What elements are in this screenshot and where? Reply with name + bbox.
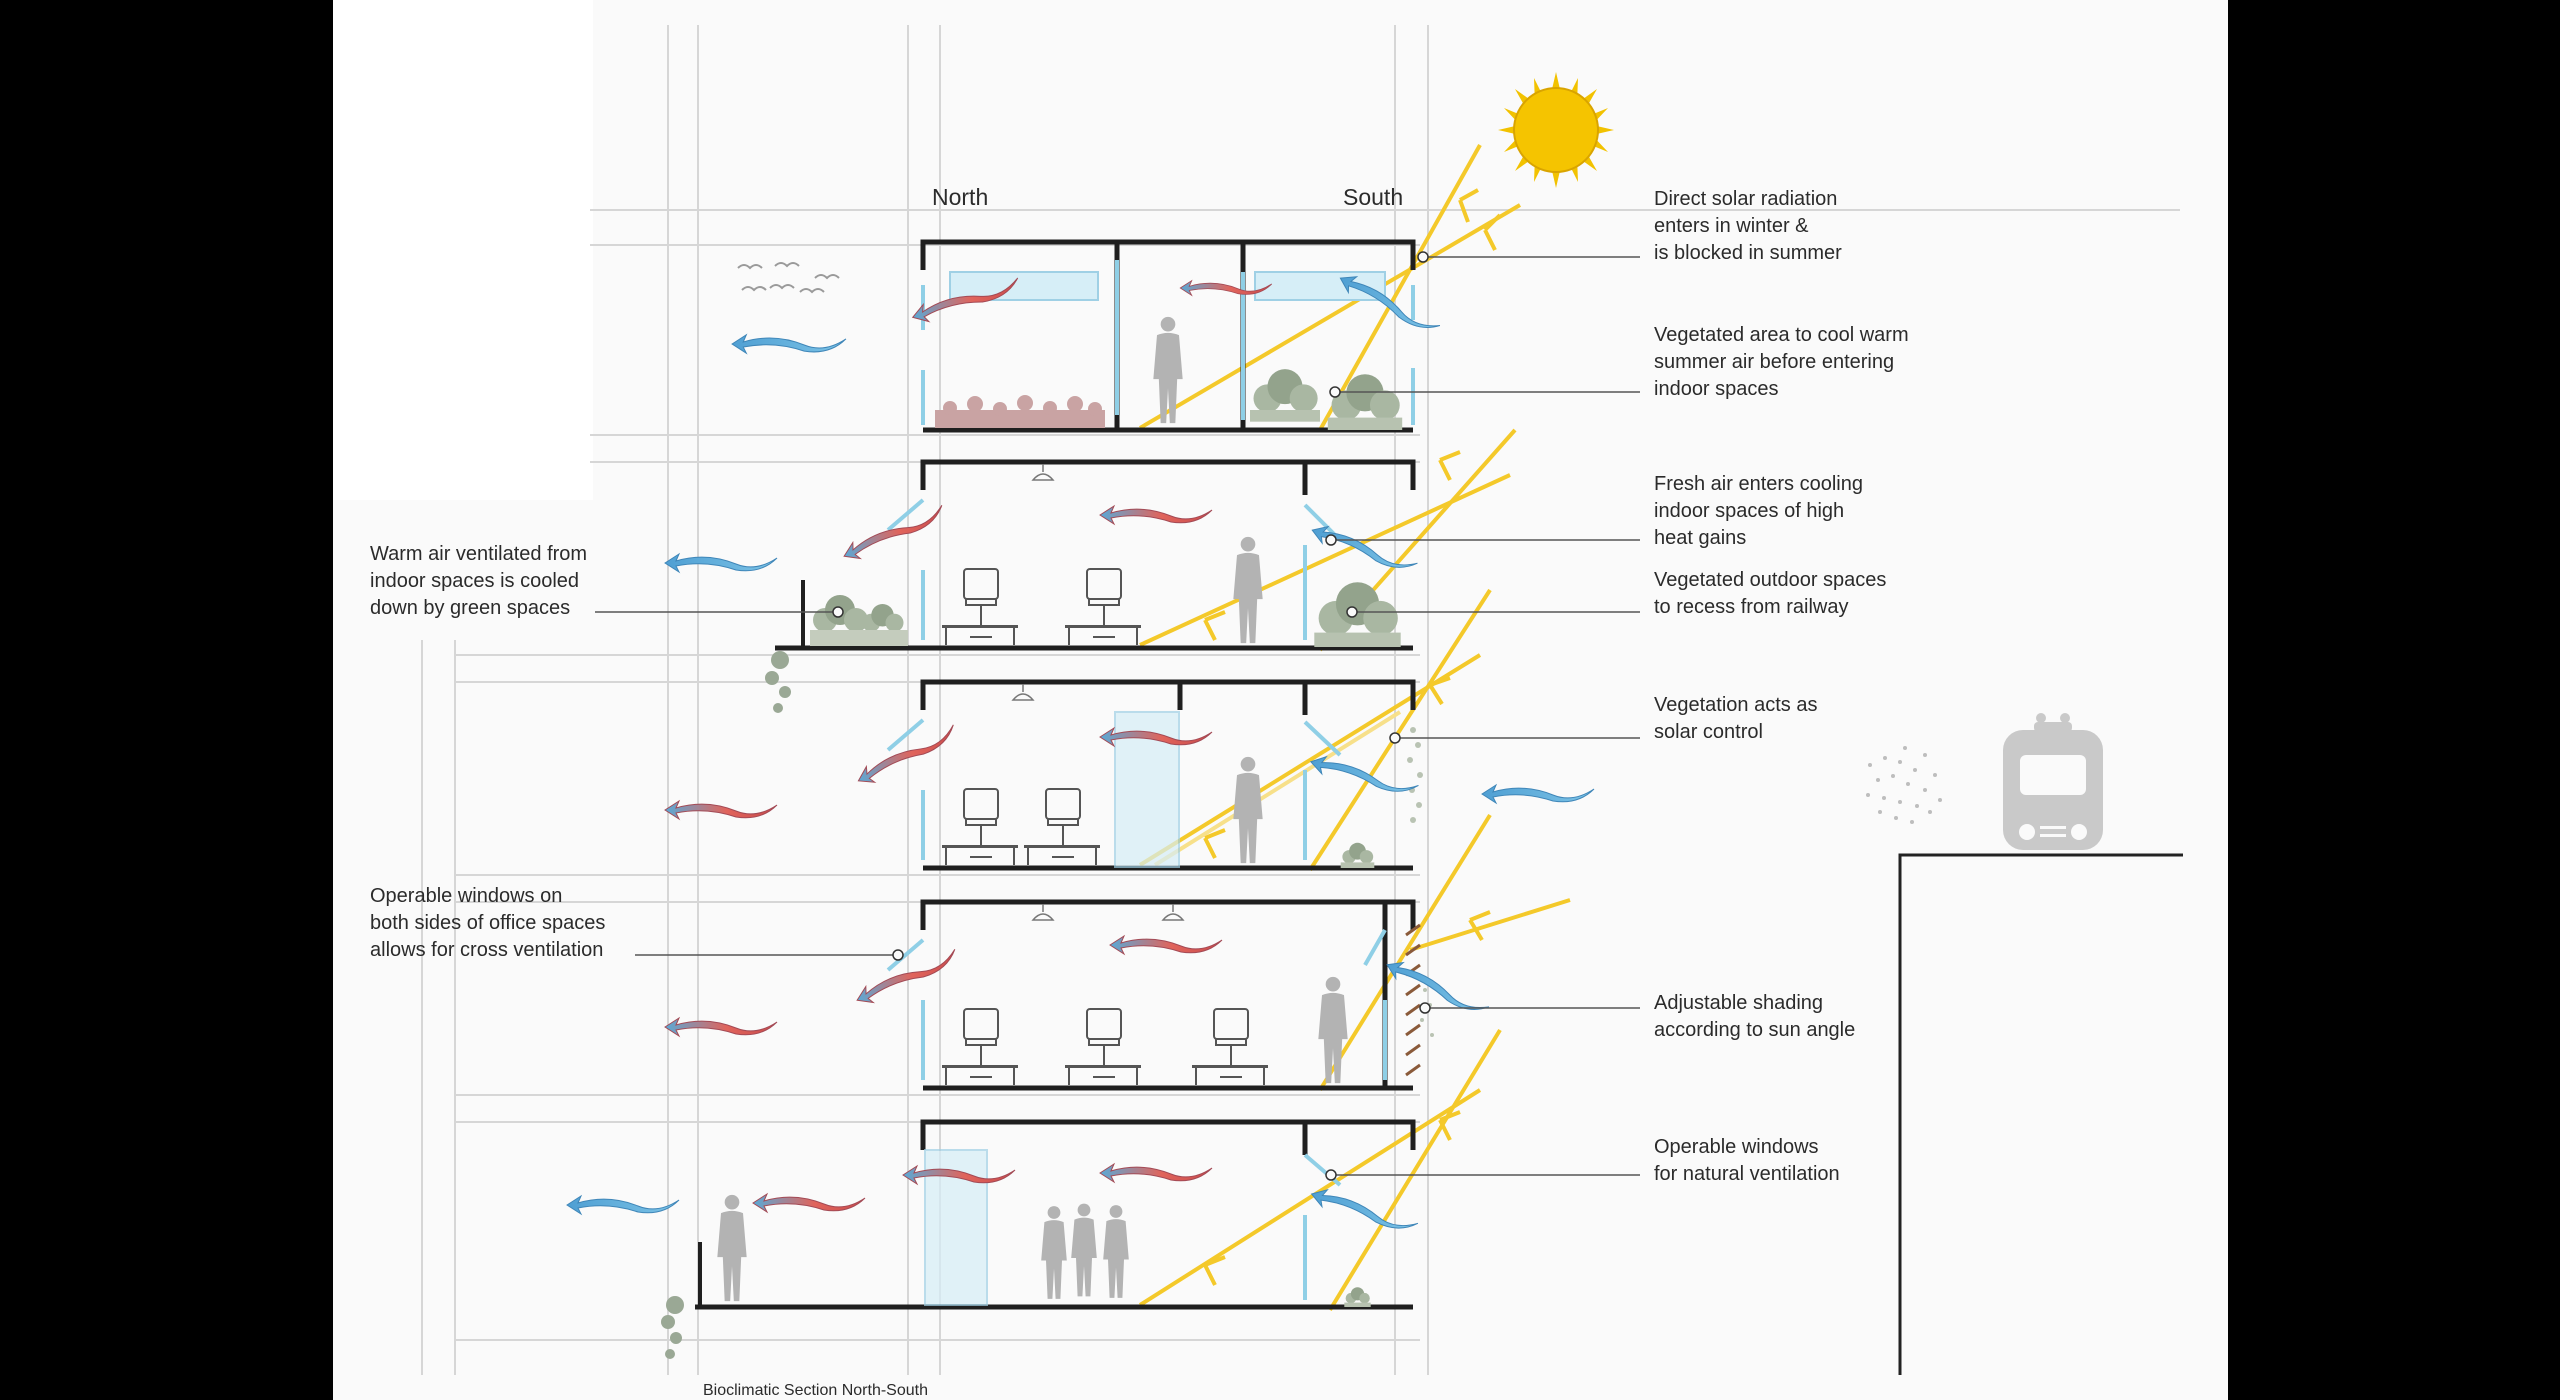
callout-line: Warm air ventilated from	[370, 543, 587, 565]
callout-fresh-air: Fresh air enters cooling indoor spaces o…	[1654, 473, 1869, 549]
callout-line: solar control	[1654, 721, 1763, 743]
south-label: South	[1343, 184, 1403, 210]
callout-leader-lines	[595, 256, 1640, 1176]
callout-line: Adjustable shading	[1654, 992, 1823, 1014]
callout-line: enters in winter &	[1654, 215, 1809, 237]
callout-line: both sides of office spaces	[370, 912, 605, 934]
callout-line: indoor spaces of high	[1654, 500, 1844, 522]
callout-line: Vegetated area to cool warm	[1654, 324, 1909, 346]
noise-dots	[1866, 746, 1942, 824]
callout-vegetated-outdoor: Vegetated outdoor spaces to recess from …	[1654, 569, 1892, 618]
callout-line: Vegetation acts as	[1654, 694, 1817, 716]
sun-icon	[1498, 72, 1614, 188]
callout-line: summer air before entering	[1654, 351, 1894, 373]
callout-operable-cross-ventilation: Operable windows on both sides of office…	[370, 885, 611, 961]
callout-vegetation-solar-control: Vegetation acts as solar control	[1654, 694, 1823, 743]
callout-adjustable-shading: Adjustable shading according to sun angl…	[1654, 992, 1855, 1041]
paper-background	[333, 0, 2228, 1400]
callout-line: allows for cross ventilation	[370, 939, 603, 961]
diagram-caption: Bioclimatic Section North-South	[703, 1382, 928, 1399]
callout-line: Operable windows on	[370, 885, 562, 907]
callout-vegetated-cool-area: Vegetated area to cool warm summer air b…	[1654, 324, 1914, 400]
callout-line: to recess from railway	[1654, 596, 1849, 618]
callout-line: heat gains	[1654, 527, 1746, 549]
callout-line: indoor spaces	[1654, 378, 1779, 400]
callout-line: Operable windows	[1654, 1136, 1819, 1158]
callout-line: down by green spaces	[370, 597, 570, 619]
callout-line: Vegetated outdoor spaces	[1654, 569, 1886, 591]
callout-warm-air: Warm air ventilated from indoor spaces i…	[370, 543, 593, 619]
background-structure	[421, 25, 2180, 1375]
plant-icon	[661, 369, 1434, 1359]
callout-line: for natural ventilation	[1654, 1163, 1840, 1185]
railway-platform	[1898, 853, 2183, 1375]
callout-line: is blocked in summer	[1654, 242, 1842, 264]
callout-solar-radiation: Direct solar radiation enters in winter …	[1654, 188, 1843, 264]
callout-line: Fresh air enters cooling	[1654, 473, 1863, 495]
shaded-sun-ray	[1153, 710, 1402, 867]
train-icon	[2003, 713, 2103, 850]
callout-line: Direct solar radiation	[1654, 188, 1837, 210]
railings	[698, 580, 805, 1307]
callout-operable-natural-ventilation: Operable windows for natural ventilation	[1654, 1136, 1840, 1185]
callout-line: indoor spaces is cooled	[370, 570, 579, 592]
bird-icon	[737, 262, 840, 294]
callout-line: according to sun angle	[1654, 1019, 1855, 1041]
callout-dots	[832, 251, 1431, 1181]
north-label: North	[932, 184, 988, 210]
